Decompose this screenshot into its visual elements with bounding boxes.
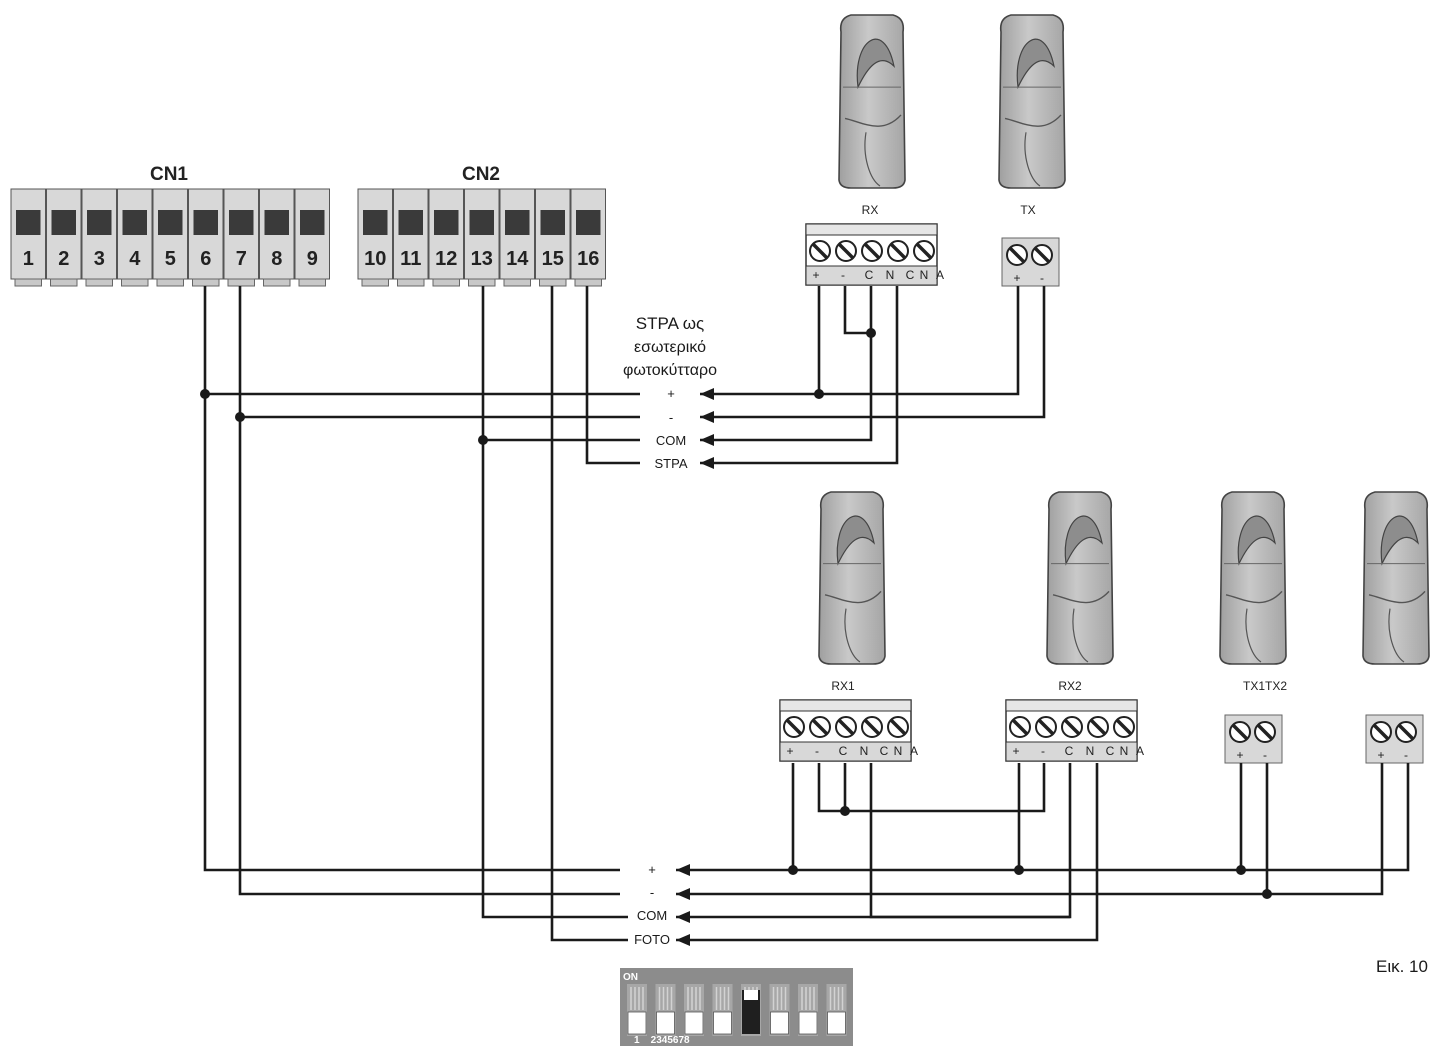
bus-bottom-foto: FOTO	[634, 932, 670, 947]
rx-terminal-label: A	[1136, 744, 1144, 758]
bus-top-com: COM	[656, 433, 686, 448]
photocell-rx-icon	[838, 14, 906, 189]
cn1-terminal-number: 7	[236, 248, 247, 270]
bus-top-stpa: STPA	[655, 456, 688, 471]
cn1-terminal: 9	[294, 188, 330, 287]
cn1-terminal-number: 2	[58, 248, 69, 270]
cn1-terminal: 8	[259, 188, 295, 287]
cn2-terminal: 11	[393, 188, 429, 287]
cn1-terminal: 2	[46, 188, 82, 287]
dip-switch-icon: ON 1 2345678	[620, 968, 853, 1046]
rx-terminal-label: +	[1012, 744, 1019, 758]
tx1tx2-label: TX1TX2	[1243, 679, 1287, 693]
rx-terminal-label: N	[1120, 744, 1129, 758]
rx-terminal-label: +	[786, 744, 793, 758]
photocell-rx-icon	[1046, 491, 1114, 665]
cn2-title: CN2	[462, 164, 500, 185]
cn2-terminal: 13	[464, 188, 500, 287]
rx-terminal-label: C	[865, 268, 874, 282]
rx1-label: RX1	[831, 679, 855, 693]
cn1-terminal: 5	[152, 188, 188, 287]
rx-terminal-label: -	[841, 268, 845, 282]
stpa-note-line1: STPA ως	[636, 314, 704, 333]
bus-bottom-minus: -	[650, 885, 654, 900]
cn1-terminal: 4	[117, 188, 153, 287]
tx2-terminal-block: +-	[1365, 714, 1424, 764]
tx-terminal-label: +	[1236, 748, 1243, 762]
rx-terminal-label: N	[886, 268, 895, 282]
rx-label: RX	[862, 203, 879, 217]
cn2-terminal-number: 16	[577, 248, 599, 270]
rx-terminal-label: N	[1086, 744, 1095, 758]
cn1-terminal-number: 3	[94, 248, 105, 270]
tx1-terminal-block: +-	[1224, 714, 1283, 764]
bus-top-minus: -	[669, 410, 673, 425]
rx-terminal-label: N	[860, 744, 869, 758]
cn2-terminal: 12	[428, 188, 464, 287]
cn1-terminal: 1	[10, 188, 46, 287]
cn1-terminal: 6	[188, 188, 224, 287]
bus-bottom-plus: +	[648, 862, 656, 877]
cn2-terminal: 10	[357, 188, 393, 287]
rx-terminal-label: C	[906, 268, 915, 282]
wires	[200, 286, 1410, 946]
connector-cn1: CN1 1 2 3 4 5 6 7 8 9	[10, 164, 330, 287]
dip-on-label: ON	[623, 972, 638, 983]
figure-label: Εικ. 10	[1376, 957, 1428, 976]
cn1-terminal-number: 6	[200, 248, 211, 270]
rx-terminal-label: A	[936, 268, 944, 282]
rx-terminal-label: A	[910, 744, 918, 758]
tx-terminal-block: +-	[1001, 237, 1060, 287]
tx-terminal-label: -	[1040, 271, 1044, 285]
cn1-terminal-number: 1	[23, 248, 34, 270]
rx-terminal-label: C	[1106, 744, 1115, 758]
rx-terminal-label: C	[839, 744, 848, 758]
cn1-terminal: 7	[223, 188, 259, 287]
cn2-terminal: 15	[535, 188, 571, 287]
stpa-note-line2: εσωτερικό	[634, 339, 706, 356]
rx-terminal-label: C	[1065, 744, 1074, 758]
rx-terminal-label: N	[894, 744, 903, 758]
photocell-tx-icon	[998, 14, 1066, 189]
cn2-terminal: 14	[499, 188, 535, 287]
rx-terminal-label: -	[815, 744, 819, 758]
rx-terminal-label: +	[812, 268, 819, 282]
cn1-terminal-number: 9	[307, 248, 318, 270]
cn1-terminal: 3	[81, 188, 117, 287]
cn2-terminal-number: 10	[364, 248, 386, 270]
tx-terminal-label: -	[1263, 748, 1267, 762]
rx2-label: RX2	[1058, 679, 1082, 693]
rx-terminal-label: C	[880, 744, 889, 758]
photocell-rx-icon	[818, 491, 886, 665]
connector-cn2: CN2 10 11 12 13 14 15 16	[357, 164, 606, 287]
rx-terminal-label: N	[920, 268, 929, 282]
cn2-terminal-number: 13	[471, 248, 493, 270]
tx-terminal-label: -	[1404, 748, 1408, 762]
tx-label: TX	[1020, 203, 1035, 217]
cn2-terminal: 16	[570, 188, 606, 287]
tx-terminal-label: +	[1377, 748, 1384, 762]
cn1-terminal-number: 4	[129, 248, 141, 270]
stpa-note-line3: φωτοκύτταρο	[623, 362, 717, 379]
rx-terminal-label: -	[1041, 744, 1045, 758]
bus-bottom-com: COM	[637, 908, 667, 923]
cn2-terminal-number: 11	[400, 248, 421, 270]
photocell-tx-icon	[1219, 491, 1287, 665]
dip-numbers: 1 2345678	[634, 1035, 690, 1046]
cn2-terminal-number: 12	[435, 248, 457, 270]
photocell-sensors	[818, 14, 1430, 665]
cn1-terminal-number: 5	[165, 248, 176, 270]
cn2-terminal-number: 15	[542, 248, 564, 270]
bus-top-plus: +	[667, 386, 675, 401]
tx-terminal-label: +	[1013, 271, 1020, 285]
photocell-tx-icon	[1362, 491, 1430, 665]
cn1-terminal-number: 8	[271, 248, 282, 270]
cn1-title: CN1	[150, 164, 188, 185]
cn2-terminal-number: 14	[506, 248, 529, 270]
